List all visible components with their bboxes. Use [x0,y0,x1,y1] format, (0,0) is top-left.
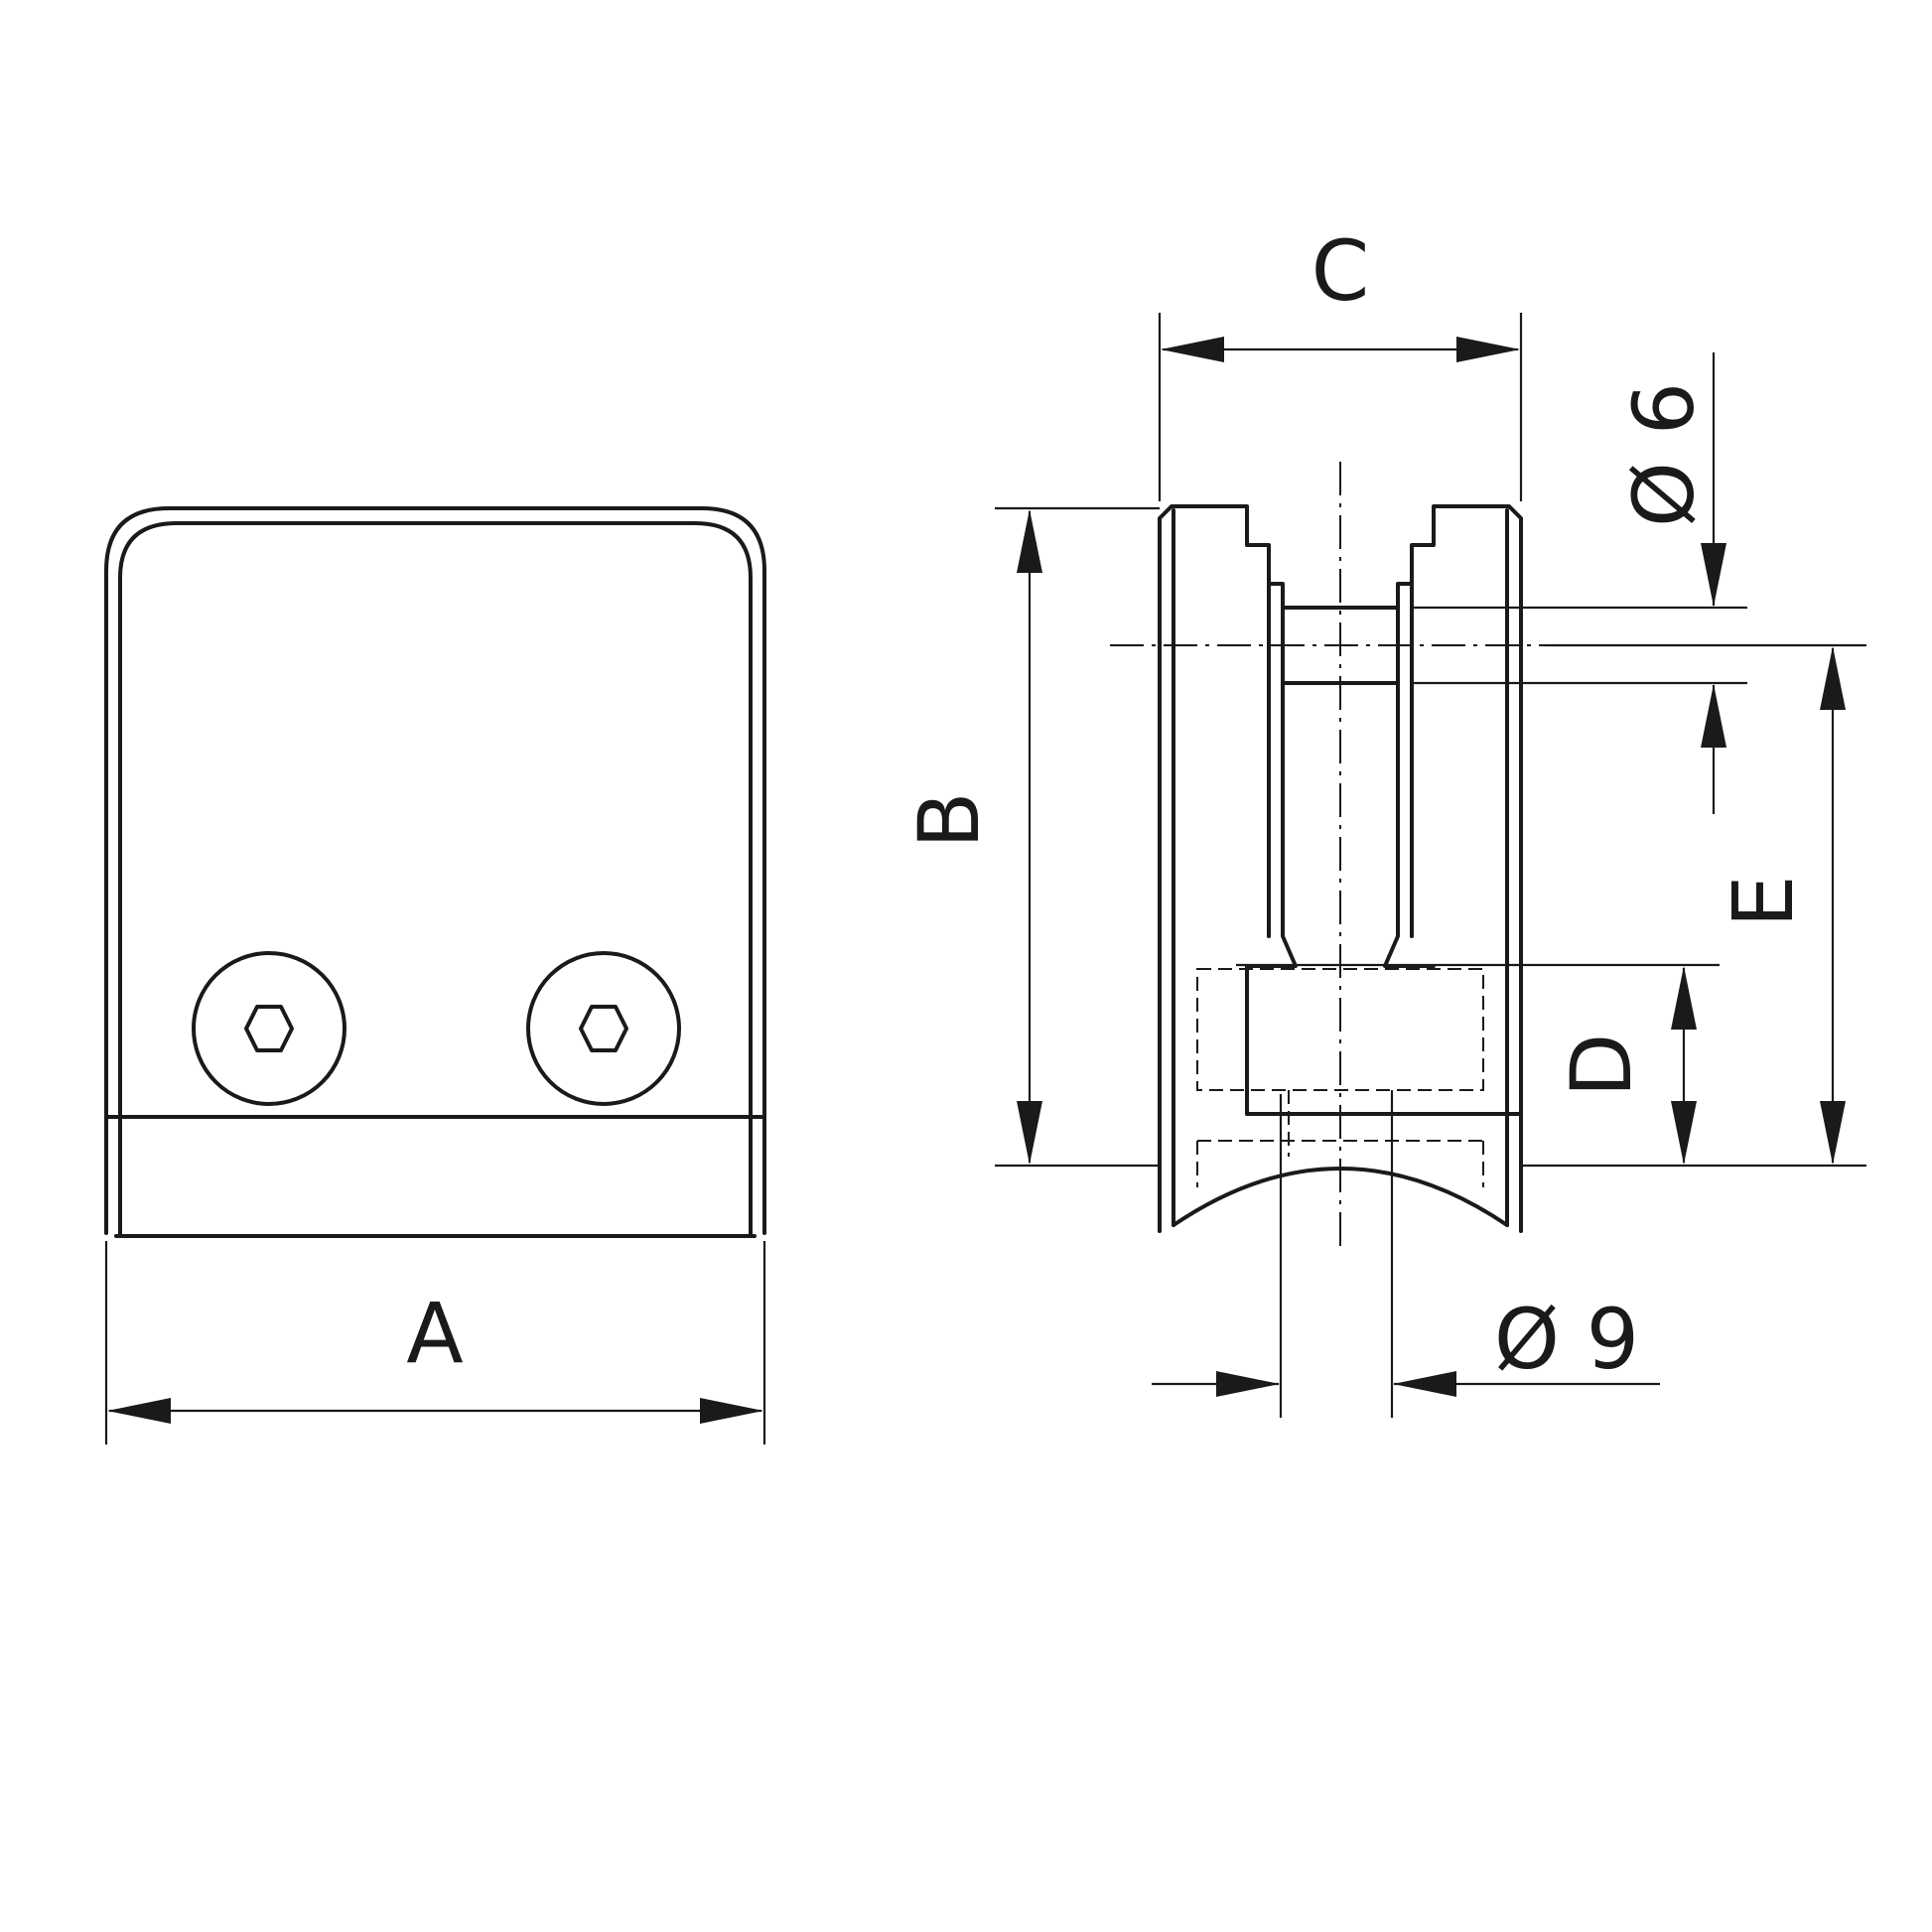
clamp-body-inner [118,521,753,1238]
clamp-body-outer [104,506,766,1235]
right-jaw [1383,504,1523,1233]
screw-head-circle [192,951,346,1106]
side-view: C B Ø 6 D [900,222,1866,1418]
dimension-b: B [900,506,1160,1168]
dimension-label-hole-large: Ø 9 [1494,1291,1639,1388]
hex-socket-icon [579,1005,628,1052]
dimension-label-e: E [1715,875,1812,927]
dimension-a: A [104,1241,766,1445]
dimension-label-hole-small: Ø 6 [1615,382,1713,527]
dimension-label-b: B [900,791,998,849]
dimension-label-a: A [406,1285,463,1382]
dimension-d: D [1236,963,1720,1165]
dimension-c: C [1158,222,1523,501]
dimension-hole-small: Ø 6 [1410,352,1747,814]
screw-left [192,951,346,1106]
screw-head-circle [526,951,681,1106]
screw-right [526,951,681,1106]
dimension-label-d: D [1553,1034,1650,1098]
front-view: A [104,506,766,1445]
left-jaw [1158,504,1298,1233]
hex-socket-icon [244,1005,294,1052]
dimension-e: E [1545,643,1866,1165]
dimension-hole-large: Ø 9 [1152,1094,1660,1418]
dimension-label-c: C [1311,222,1370,320]
